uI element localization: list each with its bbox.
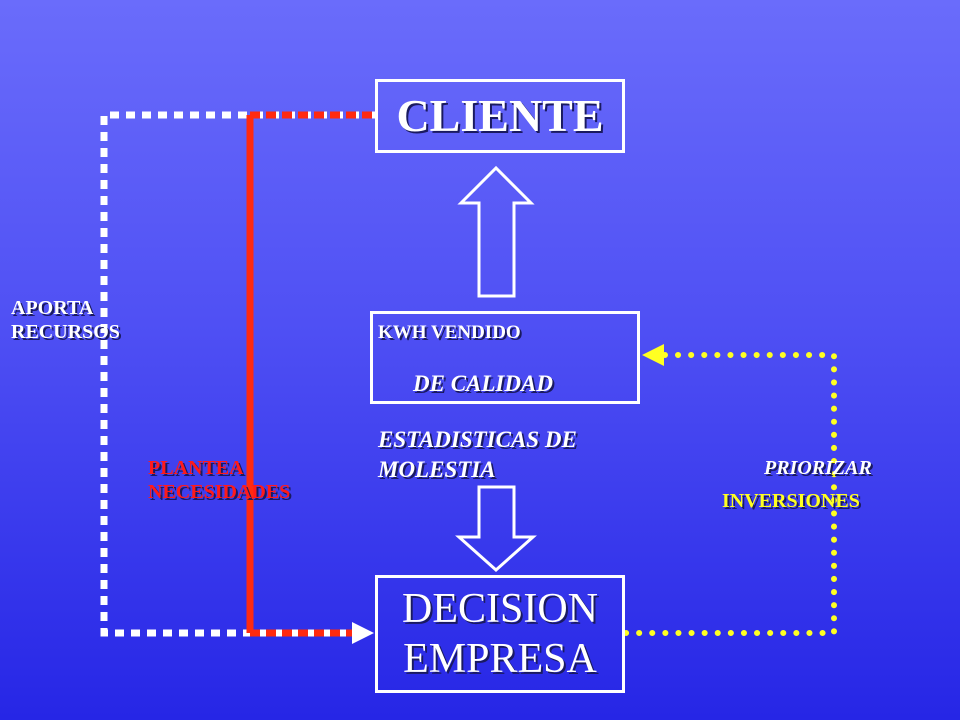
- estadisticas-label: ESTADISTICAS DE MOLESTIA: [378, 425, 577, 485]
- plantea-line1: PLANTEA: [148, 457, 244, 479]
- aporta-recursos-label: APORTA RECURSOS: [11, 296, 120, 344]
- cliente-box: CLIENTE: [375, 79, 625, 153]
- up-hollow-arrow: [457, 165, 535, 298]
- estadisticas-line1: ESTADISTICAS DE: [378, 427, 577, 452]
- decision-box: DECISION EMPRESA: [375, 575, 625, 693]
- cliente-label: CLIENTE: [396, 90, 604, 141]
- aporta-line1: APORTA: [11, 297, 94, 319]
- aporta-line2: RECURSOS: [11, 321, 120, 343]
- kwh-line1: KWH VENDIDO: [378, 322, 521, 343]
- priorizar-inversiones-connector: [623, 352, 837, 636]
- priorizar-label: PRIORIZAR: [764, 457, 872, 479]
- estadisticas-line2: MOLESTIA: [378, 457, 496, 482]
- aporta-recursos-connector: [100, 111, 375, 637]
- down-hollow-arrow: [455, 485, 537, 573]
- plantea-line2: NECESIDADES: [148, 481, 291, 503]
- decision-arrowhead-white: [352, 622, 374, 644]
- kwh-line2: DE CALIDAD: [413, 371, 553, 396]
- plantea-necesidades-label: PLANTEA NECESIDADES: [148, 456, 290, 504]
- kwh-box: KWH VENDIDO DE CALIDAD: [370, 311, 640, 404]
- kwh-arrowhead-yellow: [642, 344, 664, 366]
- decision-line1: DECISION: [402, 586, 598, 632]
- inversiones-label: INVERSIONES: [722, 490, 860, 512]
- decision-line2: EMPRESA: [403, 636, 597, 682]
